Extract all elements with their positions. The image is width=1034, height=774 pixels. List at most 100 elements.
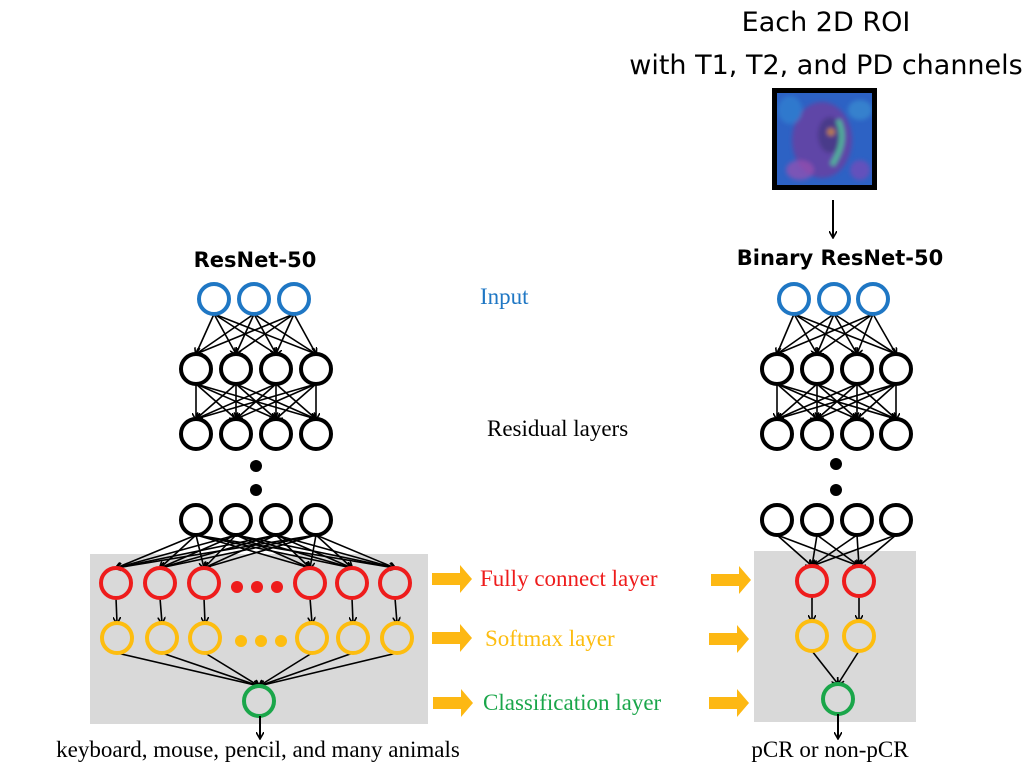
roi-image: [772, 88, 877, 190]
residual-neuron: [879, 417, 913, 451]
connection-arrow: [196, 383, 317, 419]
fc-ellipsis-dot: [271, 581, 283, 593]
connection-arrow: [857, 383, 897, 419]
connection-arrow: [777, 313, 835, 354]
fully-connect-neuron: [378, 566, 412, 600]
input-neuron: [197, 282, 231, 316]
residual-neuron: [840, 417, 874, 451]
connection-arrow: [352, 597, 353, 623]
connection-arrow: [259, 652, 398, 686]
fully-connect-neuron: [99, 566, 133, 600]
connection-arrow: [776, 534, 812, 566]
connection-arrow: [259, 652, 313, 686]
connection-arrow: [395, 597, 397, 623]
connection-arrow: [293, 313, 316, 354]
left-ellipsis-dot: [250, 484, 262, 496]
softmax-ellipsis-dot: [275, 635, 287, 647]
fully-connect-neuron: [842, 564, 876, 598]
connection-arrow: [777, 383, 858, 419]
input-neuron: [856, 282, 890, 316]
classification-layer-label: Classification layer: [483, 690, 662, 715]
residual-neuron: [259, 352, 293, 386]
left-network-title: ResNet-50: [194, 248, 317, 272]
softmax-layer-label: Softmax layer: [485, 626, 615, 651]
connections: [116, 313, 897, 686]
connection-arrow: [116, 534, 317, 568]
right-ellipsis-dot: [830, 484, 842, 496]
residual-layers-label: Residual layers: [487, 416, 628, 441]
connection-arrow: [116, 534, 197, 568]
right-ellipsis-dot: [830, 458, 842, 470]
residual-neuron: [299, 503, 333, 537]
connection-arrow: [236, 383, 317, 419]
fc-ellipsis-dot: [231, 581, 243, 593]
residual-neuron: [840, 503, 874, 537]
softmax-neuron: [842, 619, 876, 653]
input-neuron: [817, 282, 851, 316]
residual-neuron: [299, 352, 333, 386]
residual-neuron: [760, 417, 794, 451]
header-line-2: with T1, T2, and PD channels: [629, 50, 1022, 81]
connection-arrow: [116, 534, 277, 568]
fully-connect-neuron: [293, 566, 327, 600]
connection-arrow: [204, 652, 259, 686]
header-line-1: Each 2D ROI: [742, 7, 911, 38]
connection-arrow: [812, 534, 897, 566]
softmax-ellipsis-dot: [235, 635, 247, 647]
residual-neuron: [219, 352, 253, 386]
connection-arrow: [116, 534, 237, 568]
right-network-title: Binary ResNet-50: [737, 246, 943, 270]
softmax-neuron: [100, 621, 134, 655]
softmax-neuron: [336, 621, 370, 655]
connection-arrow: [196, 383, 277, 419]
fully-connect-neuron: [187, 566, 221, 600]
softmax-neuron: [145, 621, 179, 655]
connection-arrow: [204, 597, 205, 623]
connection-arrow: [817, 383, 897, 419]
connection-arrow: [315, 534, 352, 568]
residual-neuron: [179, 503, 213, 537]
left-output-label: keyboard, mouse, pencil, and many animal…: [56, 737, 460, 762]
softmax-neuron: [380, 621, 414, 655]
residual-neuron: [840, 352, 874, 386]
connection-arrow: [196, 313, 255, 354]
fully-connect-neuron: [795, 564, 829, 598]
connection-arrow: [204, 534, 317, 568]
connection-arrow: [310, 597, 312, 623]
input-neuron: [777, 282, 811, 316]
residual-neuron: [259, 503, 293, 537]
connection-arrow: [276, 313, 295, 354]
fc-right-arrow-icon: [711, 566, 751, 594]
residual-neuron: [219, 503, 253, 537]
connection-arrow: [236, 313, 295, 354]
left-ellipsis-dot: [250, 460, 262, 472]
fc-ellipsis-dot: [251, 581, 263, 593]
fc-left-arrow-icon: [432, 565, 472, 593]
residual-neuron: [299, 417, 333, 451]
residual-neuron: [179, 352, 213, 386]
residual-neuron: [879, 352, 913, 386]
connection-arrow: [838, 650, 860, 684]
connection-arrow: [812, 534, 858, 566]
connection-arrow: [857, 313, 874, 354]
fully-connect-neuron: [335, 566, 369, 600]
right-output-label: pCR or non-pCR: [751, 737, 909, 762]
connection-arrow: [315, 534, 395, 568]
softmax-neuron: [295, 621, 329, 655]
residual-neuron: [760, 352, 794, 386]
classification-left-arrow-icon: [433, 689, 473, 717]
connection-arrow: [116, 597, 117, 623]
connection-arrow: [160, 597, 162, 623]
connection-arrow: [161, 652, 259, 686]
classification-right-arrow-icon: [709, 689, 749, 717]
residual-neuron: [259, 417, 293, 451]
softmax-left-arrow-icon: [432, 624, 472, 652]
connection-arrow: [859, 534, 897, 566]
connection-arrow: [776, 534, 859, 566]
fully-connect-layer-label: Fully connect layer: [480, 566, 658, 591]
connection-arrow: [872, 313, 896, 354]
residual-neuron: [219, 417, 253, 451]
connection-arrow: [816, 534, 859, 566]
residual-neuron: [800, 417, 834, 451]
